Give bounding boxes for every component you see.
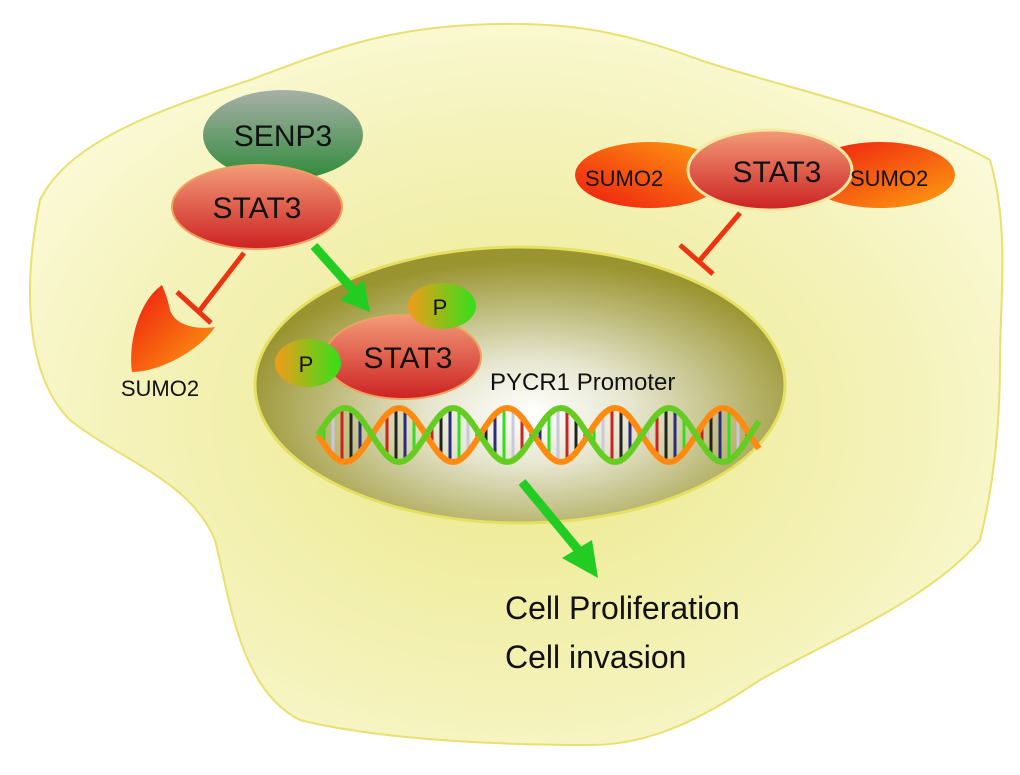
sumo2-left-protein [575, 142, 725, 208]
senp3-label: SENP3 [234, 120, 332, 153]
sumo2-left-label: SUMO2 [585, 166, 663, 191]
promoter-label: PYCR1 Promoter [490, 369, 675, 396]
stat3-cytoplasm: STAT3 [171, 164, 343, 250]
inhibition-nuclear-entry [678, 211, 742, 276]
senp3-protein: SENP3 [203, 90, 363, 180]
activation-arrow-output [518, 479, 598, 578]
sumo2-right-label: SUMO2 [850, 166, 928, 191]
dna-strand [315, 404, 762, 466]
dna-strand [315, 404, 762, 466]
phospho-group-left: P [275, 339, 341, 387]
translocation-arrow [310, 243, 370, 312]
sumo2-free-protein [131, 285, 215, 372]
inhibition-arrow [175, 251, 246, 325]
outcome-invasion: Cell invasion [505, 639, 686, 675]
sumo2-free-label: SUMO2 [121, 376, 199, 401]
phospho-group-top: P [408, 283, 476, 329]
phospho-label: P [433, 295, 448, 320]
dna-helix-icon [315, 404, 762, 466]
phospho-label: P [299, 352, 314, 377]
stat3-sumoylated: STAT3 [686, 128, 854, 212]
stat3-label: STAT3 [213, 192, 302, 225]
outcome-proliferation: Cell Proliferation [505, 590, 740, 626]
stat3-nucleus-label: STAT3 [364, 342, 453, 375]
stat3-sumoylated-label: STAT3 [733, 156, 822, 189]
stat3-nucleus: STAT3 [324, 314, 482, 400]
